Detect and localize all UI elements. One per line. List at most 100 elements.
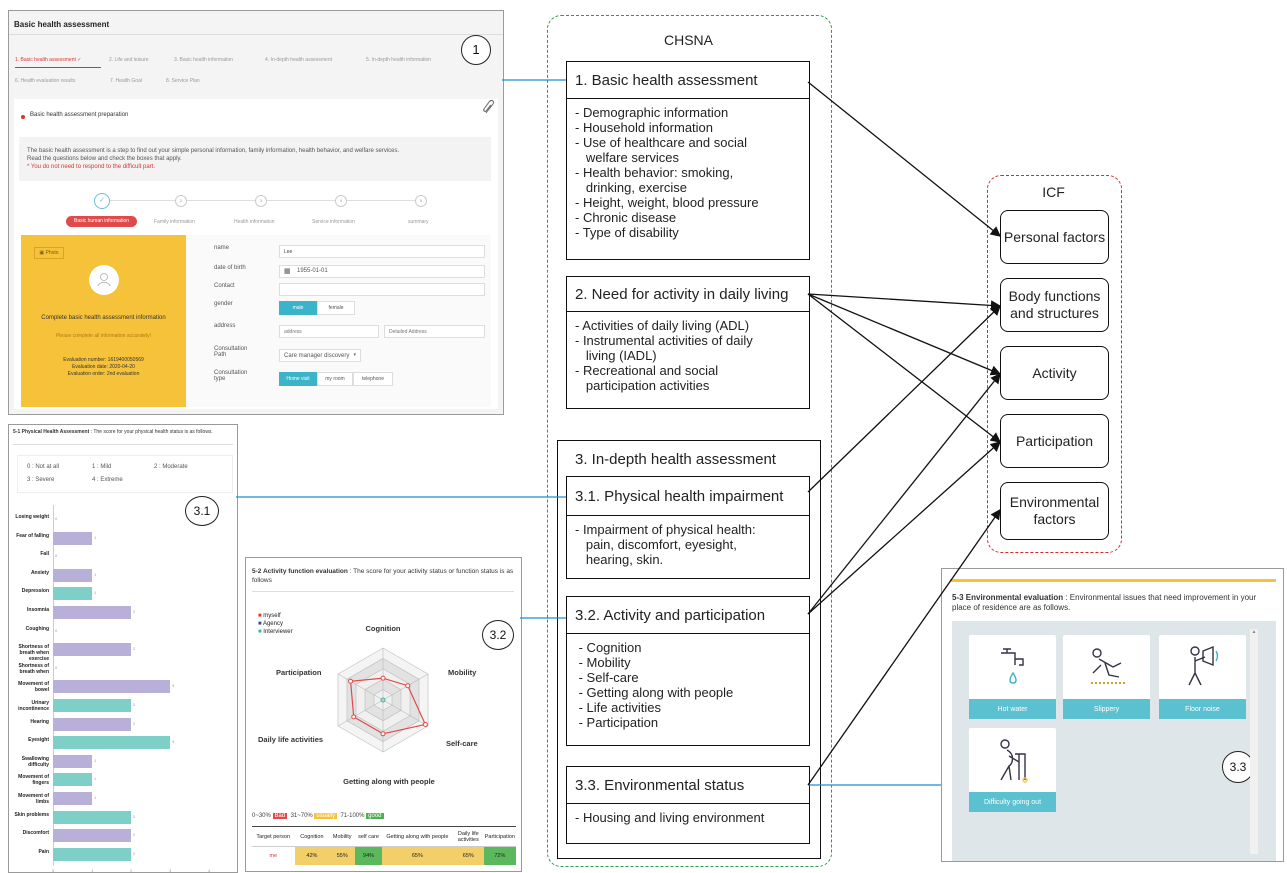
radar-axis-label: Getting along with people xyxy=(343,777,435,786)
icf-activity: Activity xyxy=(1000,346,1109,400)
x-tick: 4 xyxy=(208,868,211,873)
bar-label: Skin problems xyxy=(14,811,49,818)
tab-6[interactable]: 6. Health evaluation results xyxy=(15,78,76,84)
contact-field[interactable] xyxy=(279,283,485,296)
address-field[interactable] xyxy=(279,325,379,338)
x-tick: 3 xyxy=(169,868,172,873)
bar xyxy=(53,736,170,750)
radar-interviewer-point xyxy=(380,697,386,703)
step-1-circle: ✓ xyxy=(94,193,110,209)
name-field[interactable] xyxy=(279,245,485,258)
step-2-circle: 2 xyxy=(175,195,187,207)
bar-value: 0 xyxy=(55,553,58,559)
noise-speaker-icon xyxy=(1188,645,1219,686)
step-3-circle: 3 xyxy=(255,195,267,207)
tile-difficulty-going-out[interactable]: Difficulty going out xyxy=(969,728,1056,812)
photo-button[interactable]: ▣ Photo xyxy=(34,247,64,259)
tile-floor-noise[interactable]: Floor noise xyxy=(1159,635,1246,719)
detail-address-field[interactable] xyxy=(384,325,485,338)
intro-note: * You do not need to respond to the diff… xyxy=(27,164,155,170)
panel32-header: 5-2 Activity function evaluation : The s… xyxy=(252,568,514,584)
my-room-button[interactable]: my room xyxy=(317,372,353,386)
bar xyxy=(53,829,131,843)
step-3-label[interactable]: Health information xyxy=(234,219,275,225)
tab-5[interactable]: 5. In-depth health information xyxy=(366,57,432,63)
arrow-1-personal xyxy=(807,81,1002,237)
radar-point xyxy=(351,714,357,720)
tab-1[interactable]: 1. Basic health assessment ✓ xyxy=(15,57,82,63)
box1-items: - Demographic information - Household in… xyxy=(575,105,759,240)
tile-hot-water[interactable]: Hot water xyxy=(969,635,1056,719)
bar xyxy=(53,699,131,712)
card-sub: Please complete all information accurate… xyxy=(55,333,152,339)
address-label: address xyxy=(214,323,236,329)
scale-legend: 0~30% Bad 31~70% usually 71-100% good xyxy=(252,813,384,819)
arrow-2-body xyxy=(807,293,1002,311)
bar xyxy=(53,606,131,619)
bar xyxy=(53,717,131,731)
calendar-icon[interactable]: ▦ xyxy=(284,268,291,275)
x-tick: 0 xyxy=(52,868,55,873)
bar-label: Eyesight xyxy=(28,737,49,744)
panel1-title: Basic health assessment xyxy=(14,20,110,29)
step-5-label[interactable]: summary xyxy=(408,219,429,225)
radar-axis-label: Participation xyxy=(276,668,322,677)
path-select[interactable]: Care manager discovery ▾ xyxy=(279,349,361,362)
tab-3[interactable]: 3. Basic health information xyxy=(174,57,233,63)
home-visit-button[interactable]: Home visit xyxy=(279,372,317,386)
card-title: Complete basic health assessment informa… xyxy=(41,315,166,321)
profile-card: ▣ Photo Complete basic health assessment… xyxy=(21,235,186,407)
radar-spoke xyxy=(337,699,384,727)
step-1-pill[interactable]: Basic human information xyxy=(66,216,137,227)
bar-label: Fear of falling xyxy=(16,532,49,539)
eval-date: Evaluation date: 2020-04-20 xyxy=(72,364,135,370)
step-4-label[interactable]: Service information xyxy=(312,219,355,225)
step-2-label[interactable]: Family information xyxy=(154,219,195,225)
tile-slippery-label: Slippery xyxy=(1063,699,1150,719)
physical-health-screenshot: 5-1 Physical Health Assessment : The sco… xyxy=(8,424,238,873)
contact-label: Contact xyxy=(214,283,235,289)
box33-title: 3.3. Environmental status xyxy=(567,767,809,804)
tab-8[interactable]: 8. Service Plan xyxy=(166,78,200,84)
x-tick: 1 xyxy=(91,868,94,873)
bar-value: 1 xyxy=(94,590,97,596)
bar-label: Insomnia xyxy=(27,607,49,613)
bar-value: 2 xyxy=(133,720,136,726)
radar-axis-label: Cognition xyxy=(366,624,401,633)
dob-value[interactable]: 1955-01-01 xyxy=(297,268,328,274)
avatar xyxy=(89,265,119,295)
eval-order: Evaluation order: 2nd evaluation xyxy=(67,371,140,377)
male-button[interactable]: male xyxy=(279,301,317,315)
bar xyxy=(53,680,170,694)
tab-2[interactable]: 2. Life and leisure xyxy=(109,57,149,63)
tab-4[interactable]: 4. In-depth health assessment xyxy=(265,57,332,63)
bar-value: 2 xyxy=(133,609,136,614)
telephone-button[interactable]: telephone xyxy=(353,372,393,386)
arrow-31-body xyxy=(807,305,1001,493)
tile-slippery[interactable]: Slippery xyxy=(1063,635,1150,719)
radar-spoke xyxy=(382,673,429,701)
bar xyxy=(53,643,131,657)
scrollbar[interactable]: ▲ xyxy=(1250,629,1258,854)
female-button[interactable]: female xyxy=(317,301,355,315)
type-label: Consultation type xyxy=(214,370,248,382)
tab-7[interactable]: 7. Health Goal xyxy=(110,78,142,84)
bar xyxy=(53,587,92,601)
bar-label: Coughing xyxy=(25,625,49,632)
bar-value: 0 xyxy=(55,516,58,521)
radar-spoke xyxy=(337,673,384,701)
radar-point xyxy=(380,731,386,737)
icf-body-functions: Body functions and structures xyxy=(1000,278,1109,332)
radar-axis-label: Self-care xyxy=(446,739,478,748)
bar-label: Pain xyxy=(38,848,49,855)
gender-label: gender xyxy=(214,301,233,307)
icf-title: ICF xyxy=(1042,184,1065,200)
section-bullet xyxy=(21,115,25,119)
panel1-content: Basic health assessment preparation The … xyxy=(14,99,498,409)
box2-title: 2. Need for activity in daily living xyxy=(567,277,809,312)
faucet-icon xyxy=(1001,648,1024,684)
bar-label: Movement of bowel xyxy=(18,681,49,694)
